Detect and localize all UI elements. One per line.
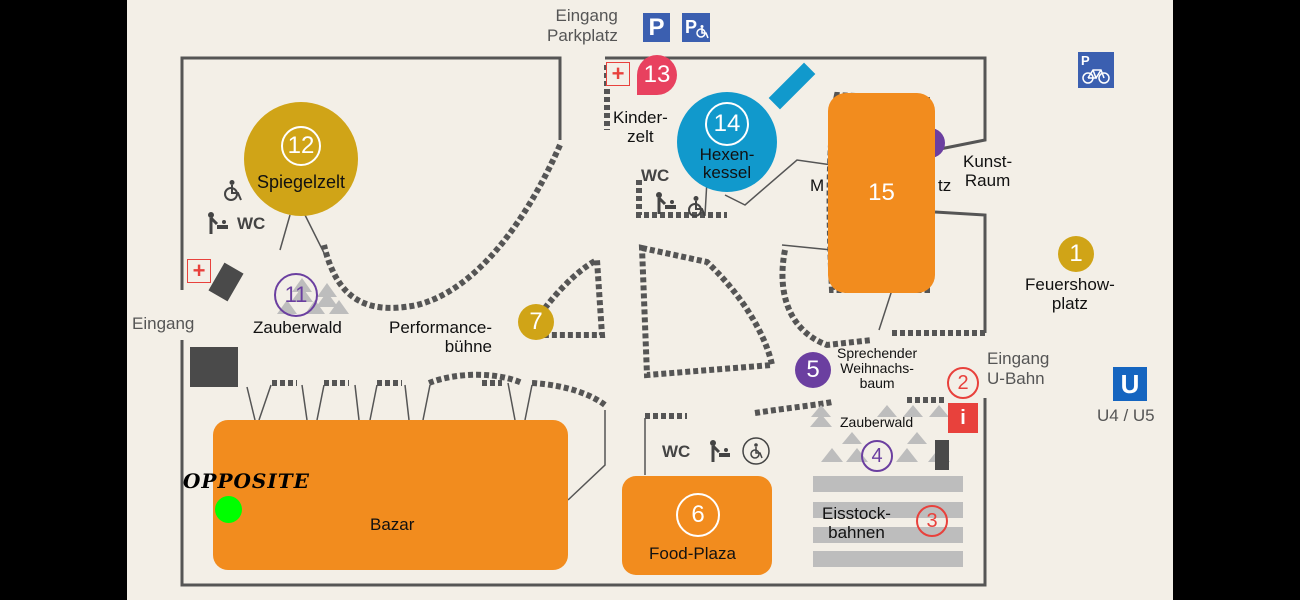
baby-changing-icon — [710, 440, 730, 462]
location-number: 14 — [705, 102, 749, 146]
bazar-label: Bazar — [370, 515, 415, 534]
hidden-place-label-left: M — [810, 176, 825, 195]
building — [935, 440, 949, 470]
parking-letter: P — [648, 13, 665, 41]
location-5-marker[interactable]: 5 — [795, 352, 831, 388]
location-6-name: Food-Plaza — [649, 544, 736, 563]
parking-letter: P — [1081, 53, 1090, 68]
parking-icon: P — [643, 13, 670, 42]
location-15-area[interactable]: 15 — [828, 93, 935, 293]
location-3-name: Eisstock- bahnen — [822, 504, 891, 542]
ice-lane — [813, 551, 963, 567]
festival-map: Eingang Parkplatz P P P 12 Spiegelzelt W… — [127, 0, 1173, 600]
location-11-name: Zauberwald — [253, 318, 342, 337]
dotted-path — [638, 244, 776, 379]
location-1-name: Feuershow- platz — [1025, 275, 1115, 313]
dotted-path — [645, 397, 947, 419]
family-accessible-icon — [742, 437, 770, 465]
location-13-marker[interactable]: 13 — [637, 55, 677, 95]
info-icon[interactable]: i — [948, 403, 978, 433]
first-aid-icon: + — [606, 62, 630, 86]
baby-changing-icon — [208, 212, 228, 234]
ubahn-lines: U4 / U5 — [1097, 406, 1155, 425]
location-6-marker: 6 — [676, 493, 720, 537]
location-5-name: Sprechender Weihnachs- baum — [837, 345, 918, 391]
building — [190, 347, 238, 387]
boundary-wall — [180, 340, 987, 587]
baby-changing-icon — [656, 192, 676, 214]
entrance-parking-label: Eingang Parkplatz — [547, 6, 618, 45]
location-7-name: Performance- bühne — [389, 318, 492, 356]
location-3-marker[interactable]: 3 — [916, 505, 948, 537]
location-number: 12 — [281, 125, 321, 166]
entrance-ubahn-label: Eingang U-Bahn — [987, 349, 1050, 388]
wheelchair-icon — [688, 196, 706, 217]
location-4-name: Zauberwald — [840, 414, 914, 430]
boundary-wall — [180, 56, 562, 290]
dotted-path — [531, 380, 607, 408]
location-2-marker[interactable]: 2 — [947, 367, 979, 399]
dotted-path — [636, 180, 727, 218]
boundary-wall — [605, 56, 987, 152]
wheelchair-icon — [696, 25, 709, 39]
green-marker[interactable] — [215, 496, 242, 523]
location-4-marker[interactable]: 4 — [861, 440, 893, 472]
location-name: Spiegelzelt — [256, 171, 346, 192]
boundary-wall — [934, 210, 987, 333]
opposite-annotation: OPPOSITE — [183, 469, 310, 493]
bazar-area[interactable] — [213, 420, 568, 570]
ubahn-icon: U — [1113, 367, 1147, 401]
wheelchair-icon — [224, 180, 242, 201]
location-14-hexenkessel[interactable]: 14 Hexen- kessel — [677, 92, 777, 192]
location-11-number[interactable]: 11 — [274, 273, 318, 317]
entrance-left-label: Eingang — [132, 314, 195, 333]
parking-letter: P — [685, 17, 698, 37]
location-7-marker[interactable]: 7 — [518, 304, 554, 340]
dotted-path — [427, 371, 524, 386]
location-13-name: Kinder- zelt — [613, 108, 668, 146]
kunstraum-label: Kunst- Raum — [963, 152, 1013, 190]
dotted-path — [779, 249, 873, 349]
bike-parking-icon: P — [1078, 52, 1114, 88]
location-12-spiegelzelt[interactable]: 12 Spiegelzelt — [244, 102, 358, 216]
bike-icon — [1082, 69, 1110, 84]
first-aid-icon: + — [187, 259, 211, 283]
location-1-marker[interactable]: 1 — [1058, 236, 1094, 272]
dotted-path — [321, 143, 563, 311]
wc-icon: WC — [237, 214, 266, 233]
wc-icon: WC — [662, 442, 691, 461]
hidden-place-label-right: tz — [938, 176, 952, 195]
ice-lane — [813, 476, 963, 492]
disabled-parking-icon: P — [682, 13, 710, 42]
wc-icon: WC — [641, 166, 670, 185]
location-name: Hexen- kessel — [699, 145, 755, 182]
